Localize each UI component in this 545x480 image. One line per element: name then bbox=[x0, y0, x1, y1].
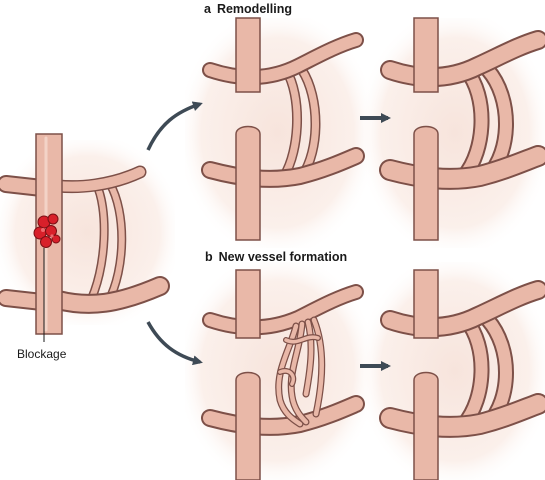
panel-b-label: New vessel formation bbox=[218, 250, 348, 264]
network-a-after bbox=[379, 17, 545, 241]
blood-clot-icon bbox=[33, 213, 61, 248]
background-washes bbox=[0, 18, 545, 480]
network-b-after bbox=[379, 269, 545, 480]
curved-arrow-icon bbox=[146, 101, 203, 151]
panel-a-title: a Remodelling bbox=[204, 2, 292, 16]
panel-b-title: b New vessel formation bbox=[205, 250, 347, 264]
panel-b-letter: b bbox=[205, 250, 213, 264]
panel-a-label: Remodelling bbox=[216, 2, 292, 16]
blocked-vessel-network bbox=[0, 133, 170, 335]
panel-a-letter: a bbox=[204, 2, 211, 16]
network-b-before bbox=[201, 269, 365, 480]
blockage-label: Blockage bbox=[17, 347, 67, 361]
curved-arrow-icon bbox=[146, 321, 203, 366]
network-a-before bbox=[201, 17, 365, 241]
